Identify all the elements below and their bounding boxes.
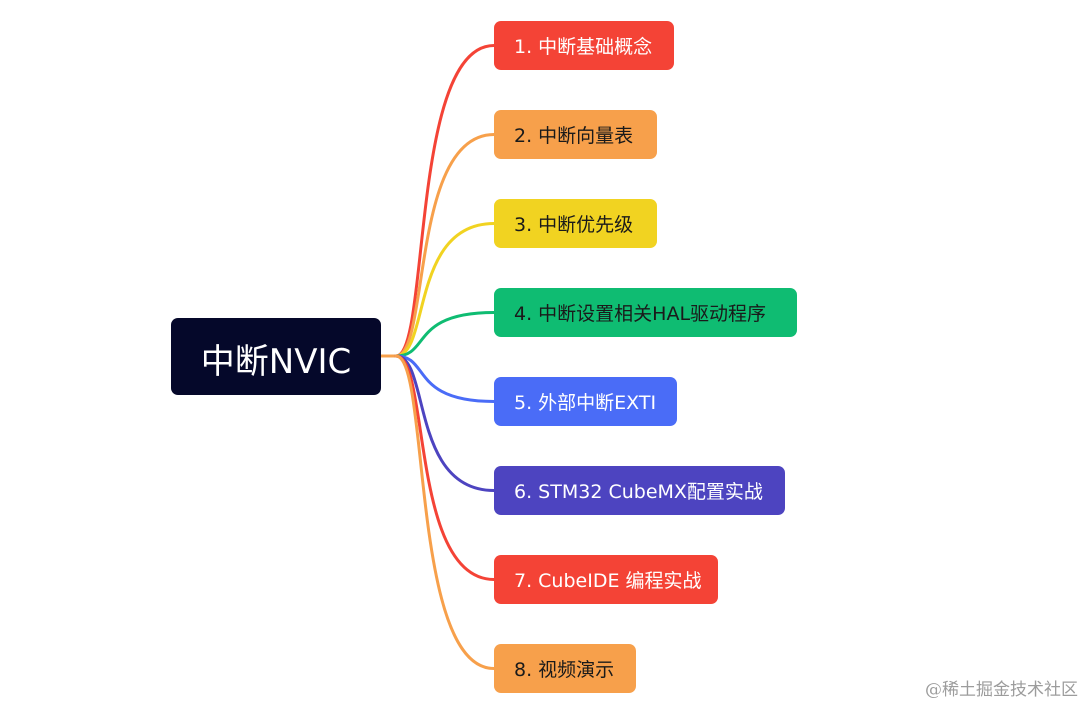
branch-node-label: 1. 中断基础概念	[514, 36, 653, 58]
branch-node-label: 7. CubeIDE 编程实战	[514, 570, 702, 592]
watermark: @稀土掘金技术社区	[925, 680, 1078, 700]
branch-node-7[interactable]: 7. CubeIDE 编程实战	[494, 555, 718, 604]
connector-line-6	[394, 354, 496, 492]
branch-node-2[interactable]: 2. 中断向量表	[494, 110, 657, 159]
branch-node-label: 6. STM32 CubeMX配置实战	[514, 481, 763, 503]
branch-node-4[interactable]: 4. 中断设置相关HAL驱动程序	[494, 288, 797, 337]
branch-node-label: 4. 中断设置相关HAL驱动程序	[514, 303, 767, 325]
branch-node-label: 3. 中断优先级	[514, 214, 634, 236]
connector-line-2	[394, 133, 496, 358]
connector-line-1	[394, 44, 496, 358]
root-node[interactable]: 中断NVIC	[171, 318, 381, 395]
branch-node-8[interactable]: 8. 视频演示	[494, 644, 636, 693]
branch-node-label: 5. 外部中断EXTI	[514, 392, 657, 414]
connector-line-4	[394, 311, 496, 358]
connector-line-3	[394, 222, 496, 358]
root-node-label: 中断NVIC	[200, 342, 352, 382]
branch-node-5[interactable]: 5. 外部中断EXTI	[494, 377, 677, 426]
connector-line-8	[394, 354, 496, 670]
branch-node-label: 2. 中断向量表	[514, 125, 634, 147]
branch-node-6[interactable]: 6. STM32 CubeMX配置实战	[494, 466, 785, 515]
branch-node-1[interactable]: 1. 中断基础概念	[494, 21, 674, 70]
connector-line-5	[394, 354, 496, 403]
branch-node-3[interactable]: 3. 中断优先级	[494, 199, 657, 248]
branch-node-label: 8. 视频演示	[514, 659, 615, 681]
